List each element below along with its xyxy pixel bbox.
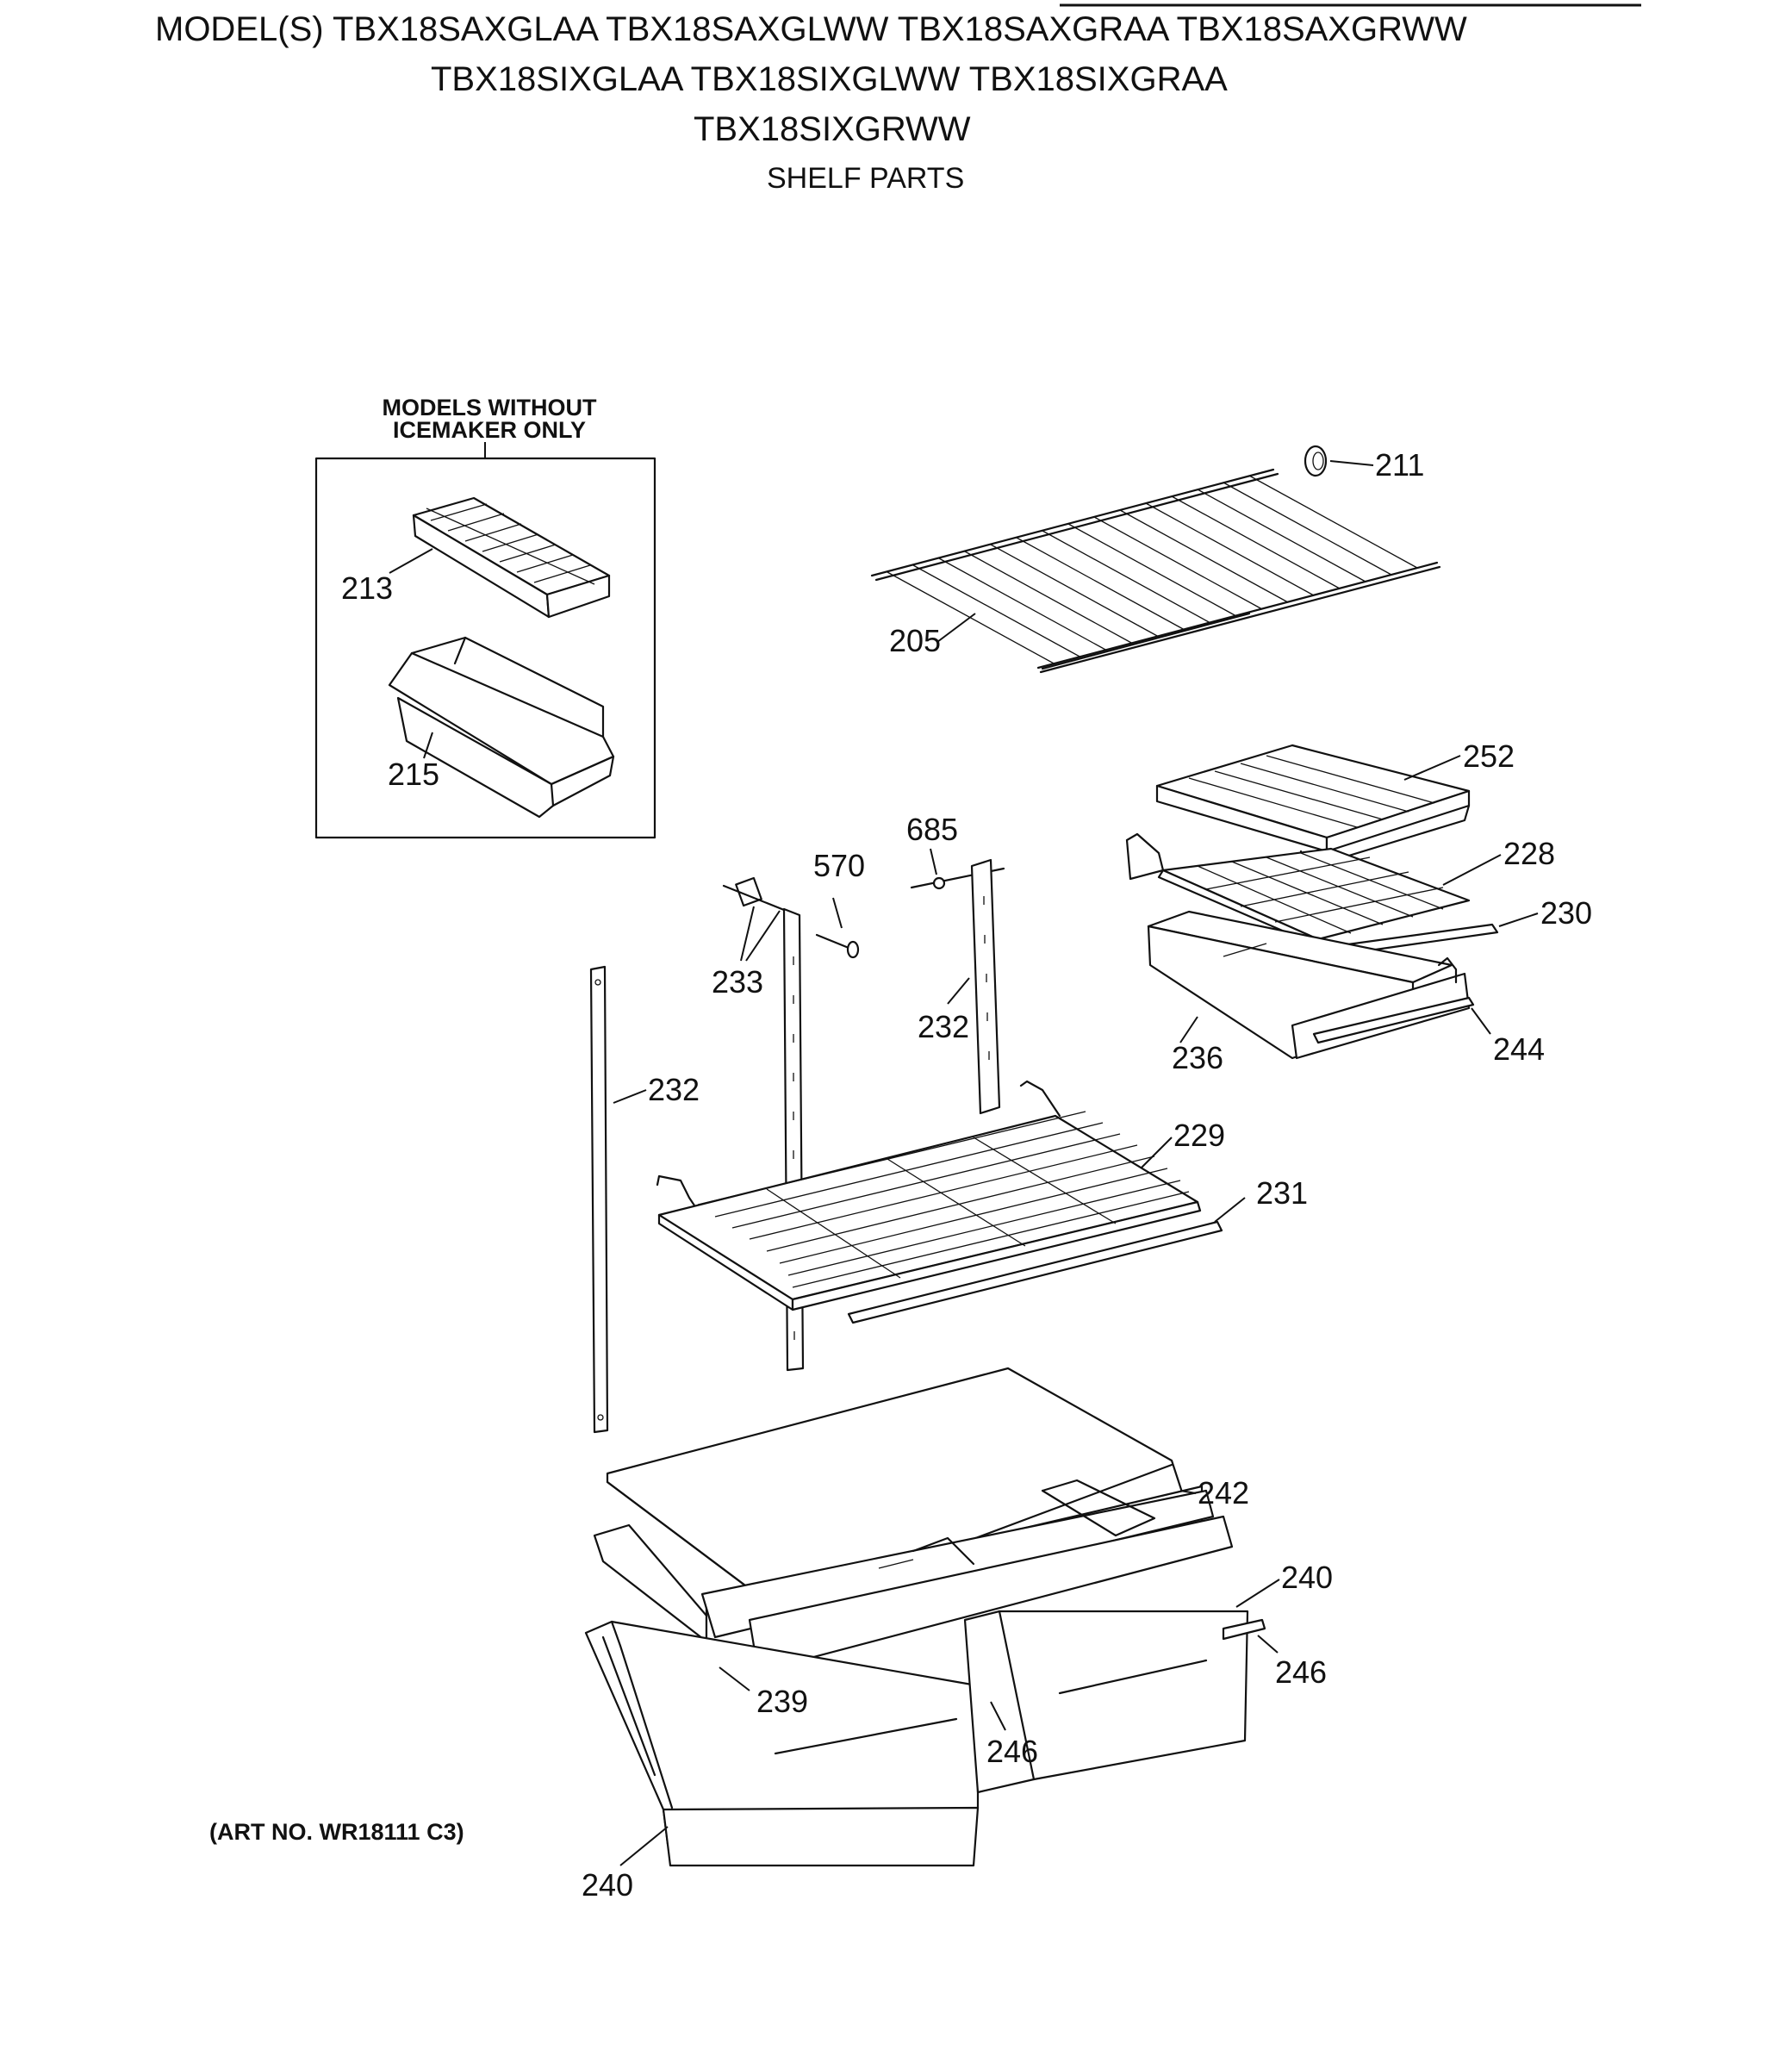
wire-shelf-229 [656, 1080, 1202, 1311]
callout-570: 570 [813, 848, 865, 883]
callout-236: 236 [1172, 1040, 1223, 1075]
crisper-pan-236 [1147, 910, 1471, 1060]
callout-232-left: 232 [648, 1072, 700, 1107]
ladder-rail-232-center [970, 858, 1001, 1115]
crisper-trim-244 [1312, 996, 1475, 1044]
callout-244: 244 [1493, 1031, 1545, 1067]
callout-205: 205 [889, 623, 941, 658]
screw-570 [815, 933, 860, 959]
ice-tray-213 [412, 496, 611, 619]
callout-239: 239 [756, 1684, 808, 1719]
callout-246-left: 246 [986, 1734, 1038, 1769]
callout-233: 233 [712, 964, 763, 1000]
inset-title-line-1: MODELS WITHOUT [383, 395, 597, 420]
model-line-2: TBX18SIXGLAA TBX18SIXGLWW TBX18SIXGRAA [431, 60, 1228, 98]
wire-shelf-205 [870, 468, 1441, 674]
section-title: SHELF PARTS [767, 162, 964, 195]
callout-242: 242 [1198, 1475, 1249, 1511]
ice-bin-215 [388, 636, 615, 819]
leaders [389, 460, 1539, 1866]
callout-246-right: 246 [1275, 1654, 1327, 1690]
crisper-shelf-228 [1125, 832, 1471, 948]
callout-211: 211 [1375, 447, 1424, 483]
callout-230: 230 [1540, 895, 1592, 931]
inset-title-line-2: ICEMAKER ONLY [393, 417, 586, 443]
callout-232-center: 232 [918, 1009, 969, 1044]
front-trim-231 [847, 1220, 1223, 1324]
spacer-211 [1304, 445, 1328, 477]
drawer-240-right [963, 1610, 1266, 1794]
callout-240-right: 240 [1281, 1560, 1333, 1595]
callout-228: 228 [1503, 836, 1555, 871]
callout-685: 685 [906, 812, 958, 847]
callout-213: 213 [341, 570, 393, 606]
callout-231: 231 [1256, 1175, 1308, 1211]
ladder-rail-232-left [589, 965, 609, 1434]
callout-229: 229 [1173, 1118, 1225, 1153]
model-line-3: TBX18SIXGRWW [694, 110, 971, 148]
art-number: (ART NO. WR18111 C3) [209, 1819, 464, 1845]
inset-box: MODELS WITHOUT ICEMAKER ONLY [314, 395, 656, 839]
pan-frame [593, 1479, 1234, 1673]
callout-252: 252 [1463, 738, 1515, 774]
glass-cover-252 [1155, 744, 1471, 872]
drawer-240-left [584, 1620, 1003, 1867]
model-line-1: MODEL(S) TBX18SAXGLAA TBX18SAXGLWW TBX18… [155, 10, 1467, 48]
callout-215: 215 [388, 757, 439, 792]
callout-240-left: 240 [582, 1867, 633, 1903]
